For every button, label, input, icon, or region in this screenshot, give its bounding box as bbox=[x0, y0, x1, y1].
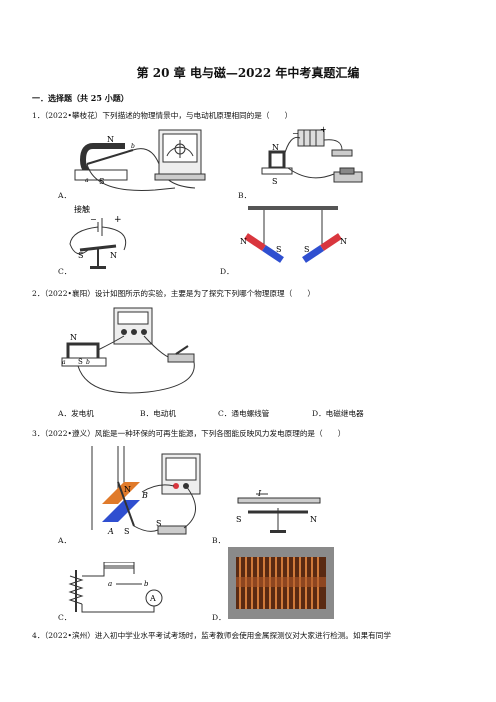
q3c-ammeter-label: A bbox=[149, 594, 156, 603]
q3a-s-label: S bbox=[124, 527, 129, 536]
question-3-stem: 3．（2022•遵义）风能是一种环保的可再生能源，下列各图能反映风力发电原理的是… bbox=[32, 429, 346, 438]
q3-figure-d-coil-photo bbox=[228, 547, 334, 619]
q3-option-c: C． bbox=[58, 613, 72, 622]
q3-option-a: A． bbox=[58, 536, 72, 545]
q3-figure-a: N S A B S bbox=[91, 446, 201, 536]
q1a-b-label: b bbox=[131, 143, 135, 150]
q1c-plus: + bbox=[114, 215, 122, 225]
q3c-b-label: b bbox=[144, 580, 149, 588]
q3a-b-label: B bbox=[141, 491, 148, 500]
q2-choice-c: C．通电螺线管 bbox=[218, 409, 270, 418]
question-1-stem: 1．（2022•攀枝花）下列描述的物理情景中，与电动机原理相同的是（ ） bbox=[32, 111, 293, 120]
q1b-minus: − bbox=[292, 129, 299, 138]
q1a-n-label: N bbox=[107, 135, 114, 144]
q2-choice-a: A．发电机 bbox=[58, 409, 94, 418]
q1-figure-a: N S a b bbox=[74, 129, 206, 191]
q3a-s2-label: S bbox=[156, 519, 161, 528]
q1c-contact-label: 接触 bbox=[74, 204, 90, 214]
page-title: 第 20 章 电与磁—2022 年中考真题汇编 bbox=[136, 66, 360, 80]
q1d-n2: N bbox=[340, 237, 347, 246]
q2-n-label: N bbox=[70, 333, 77, 342]
q1-figure-b: + − N S bbox=[261, 125, 363, 186]
q2-choice-b: B．电动机 bbox=[140, 409, 176, 418]
q3-option-b: B． bbox=[212, 536, 226, 545]
q2-s-label: S bbox=[78, 358, 83, 366]
section-heading: 一．选择题（共 25 小题） bbox=[32, 93, 129, 103]
q1-option-a: A． bbox=[58, 191, 72, 200]
q1-figure-d: N S S N bbox=[240, 206, 347, 263]
q3-figure-b: I S N bbox=[236, 489, 321, 533]
q1b-s-label: S bbox=[272, 177, 277, 186]
q3-option-d: D． bbox=[212, 613, 226, 622]
q1a-a-label: a bbox=[85, 177, 89, 184]
question-2-stem: 2．（2022•襄阳）设计如图所示的实验，主要是为了探究下列哪个物理原理（ ） bbox=[32, 289, 316, 298]
q1a-s-label: S bbox=[99, 177, 104, 186]
q1-option-d: D． bbox=[220, 267, 234, 276]
q2-choice-d: D．电磁继电器 bbox=[312, 409, 364, 418]
q3-figure-c: a b A bbox=[68, 562, 163, 613]
q3c-a-label: a bbox=[108, 580, 112, 588]
q3b-n-label: N bbox=[310, 515, 317, 524]
q1d-n1: N bbox=[240, 237, 247, 246]
q2-b-label: b bbox=[86, 359, 90, 366]
q3a-n-label: N bbox=[124, 485, 131, 494]
q2-a-label: a bbox=[62, 359, 66, 366]
q1b-plus: + bbox=[320, 125, 327, 134]
q1c-minus: − bbox=[90, 215, 97, 224]
q1c-s-label: S bbox=[78, 251, 83, 260]
q3a-a-label: A bbox=[107, 527, 114, 536]
q1c-n-label: N bbox=[110, 251, 117, 260]
q1d-s2: S bbox=[304, 245, 309, 254]
question-4-stem: 4．（2022•滨州）进入初中学业水平考试考场时，监考教师会使用金属探测仪对大家… bbox=[32, 631, 391, 640]
q1d-s1: S bbox=[276, 245, 281, 254]
q1b-n-label: N bbox=[272, 143, 279, 152]
q1-option-c: C． bbox=[58, 267, 72, 276]
q1-option-b: B． bbox=[238, 191, 252, 200]
q3b-s-label: S bbox=[236, 515, 241, 524]
q1-figure-c: 接触 − + S N bbox=[69, 204, 127, 269]
q2-figure: N a b S bbox=[61, 307, 195, 394]
